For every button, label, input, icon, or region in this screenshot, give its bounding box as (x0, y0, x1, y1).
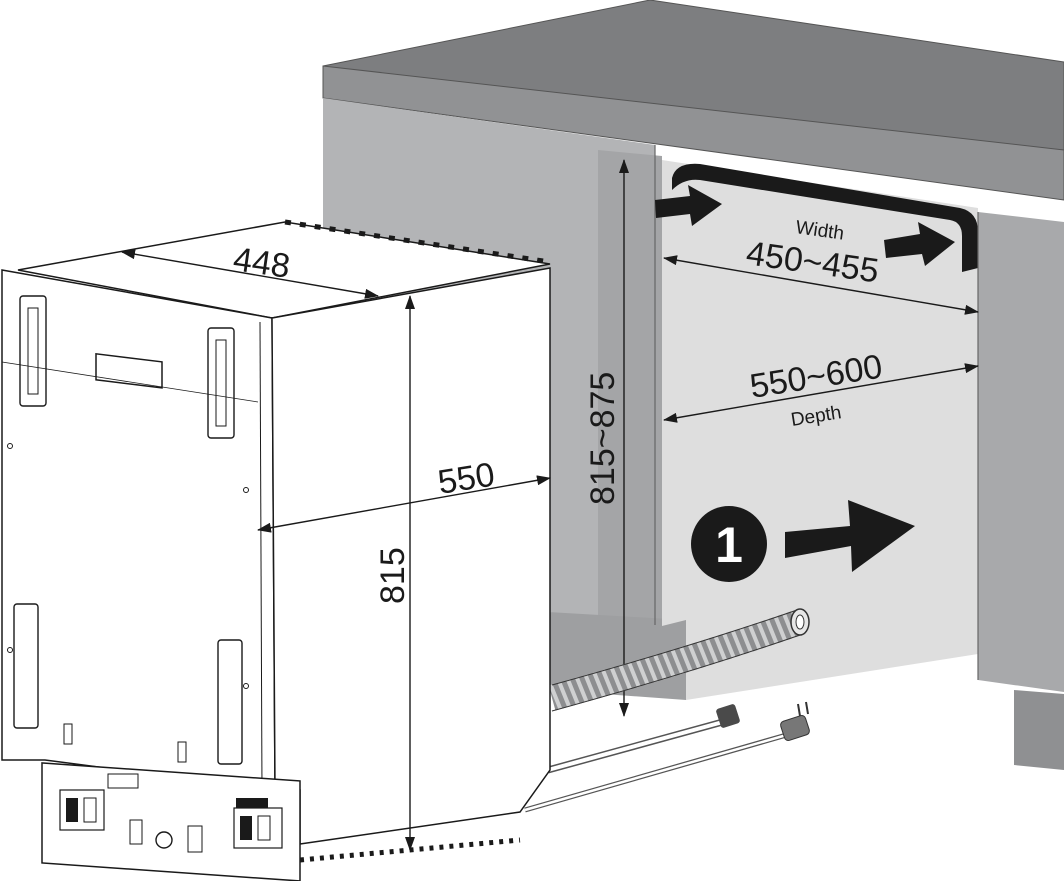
niche-height-label: 815~875 (584, 372, 622, 505)
arrow-right-icon (884, 222, 955, 266)
appliance-depth-line (257, 475, 551, 533)
left-cabinet-front-strip (598, 150, 662, 628)
power-plug-icon (780, 715, 810, 741)
niche-width-line (663, 255, 979, 315)
drain-hose (548, 609, 805, 711)
niche-top-frame (672, 163, 978, 272)
appliance-depth-label: 550 (435, 455, 497, 501)
right-cabinet-plinth (1014, 690, 1064, 770)
dishwasher (1, 219, 551, 881)
step-number: 1 (715, 517, 743, 573)
step-indicator: 1 (691, 500, 915, 582)
dishwasher-base-mechanics (41, 762, 301, 881)
hoses (524, 608, 810, 813)
step-badge (691, 506, 767, 582)
right-cabinet (978, 212, 1064, 692)
door-rail (13, 603, 39, 729)
niche-depth-line (663, 363, 979, 423)
appliance-width-label: 448 (231, 240, 292, 286)
countertop-front (322, 65, 1064, 201)
inlet-hose-connector (716, 704, 740, 728)
arrow-right-icon (655, 185, 722, 226)
insert-direction-arrow-icon (785, 500, 915, 572)
appliance-height-label: 815 (374, 547, 412, 604)
appliance-width-line (121, 249, 379, 299)
appliance-dimensions: 448 550 815 (121, 240, 551, 851)
door-rail (217, 639, 243, 765)
